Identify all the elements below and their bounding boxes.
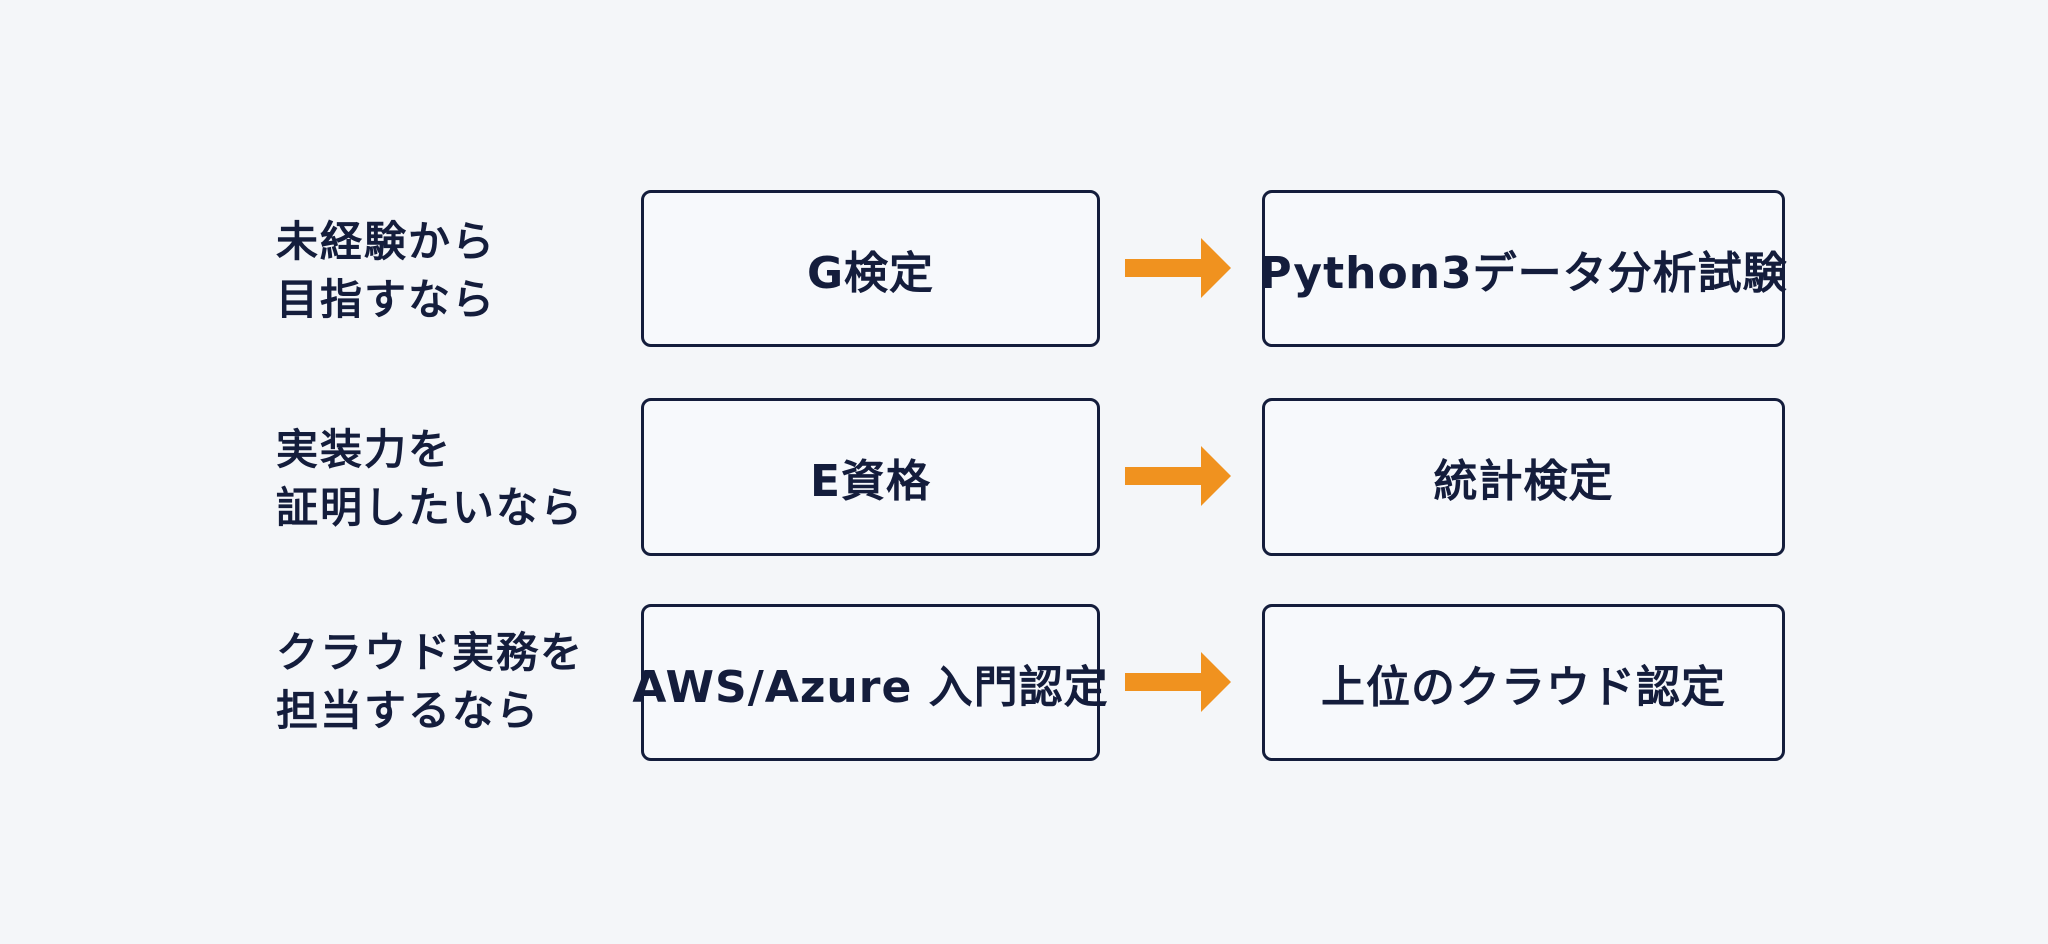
row-label-line-2: 担当するなら xyxy=(276,686,541,735)
start-cert-box: E資格 xyxy=(641,398,1100,556)
next-cert-box: Python3データ分析試験 xyxy=(1259,190,1787,347)
next-cert-box: 統計検定 xyxy=(1262,398,1785,556)
row-label-line-2: 証明したいなら xyxy=(276,483,585,532)
row-label: 実装力を 証明したいなら xyxy=(276,421,584,537)
row-label: クラウド実務を 担当するなら xyxy=(276,624,584,740)
next-cert-box: 上位のクラウド認定 xyxy=(1262,604,1785,761)
row-label: 未経験から 目指すなら xyxy=(276,213,496,329)
row-label-line-1: クラウド実務を xyxy=(276,628,585,677)
row-label-line-2: 目指すなら xyxy=(276,275,497,324)
start-cert-box: AWS/Azure 入門認定 xyxy=(632,604,1108,761)
row-label-line-1: 未経験から xyxy=(276,217,497,266)
arrow-right-icon xyxy=(1125,238,1231,298)
start-cert-box: G検定 xyxy=(641,190,1100,347)
arrow-right-icon xyxy=(1125,652,1231,712)
row-label-line-1: 実装力を xyxy=(276,425,453,474)
arrow-right-icon xyxy=(1125,446,1231,506)
